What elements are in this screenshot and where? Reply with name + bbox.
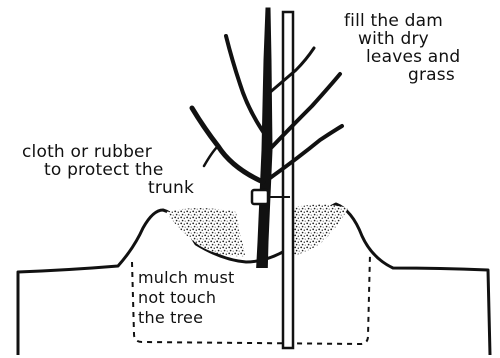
cloth-line-1: cloth or rubber	[22, 143, 242, 161]
mulch-line-1: mulch must	[138, 268, 278, 288]
cloth-line-2: to protect the	[22, 161, 242, 179]
mulch-line-2: not touch	[138, 288, 278, 308]
fill-dam-line-3: leaves and	[344, 48, 494, 66]
mulch-instruction: mulch must not touch the tree	[138, 268, 278, 328]
trunk-protection-instruction: cloth or rubber to protect the trunk	[22, 143, 242, 197]
fill-dam-line-4: grass	[344, 66, 494, 84]
fill-dam-line-2: with dry	[344, 30, 494, 48]
mulch-left	[166, 208, 246, 256]
cloth-line-3: trunk	[22, 179, 242, 197]
fill-dam-instruction: fill the dam with dry leaves and grass	[344, 12, 494, 84]
fill-dam-line-1: fill the dam	[344, 12, 494, 30]
trunk-protection-tie	[252, 190, 268, 204]
mulch-line-3: the tree	[138, 308, 278, 328]
support-stake	[283, 12, 293, 348]
